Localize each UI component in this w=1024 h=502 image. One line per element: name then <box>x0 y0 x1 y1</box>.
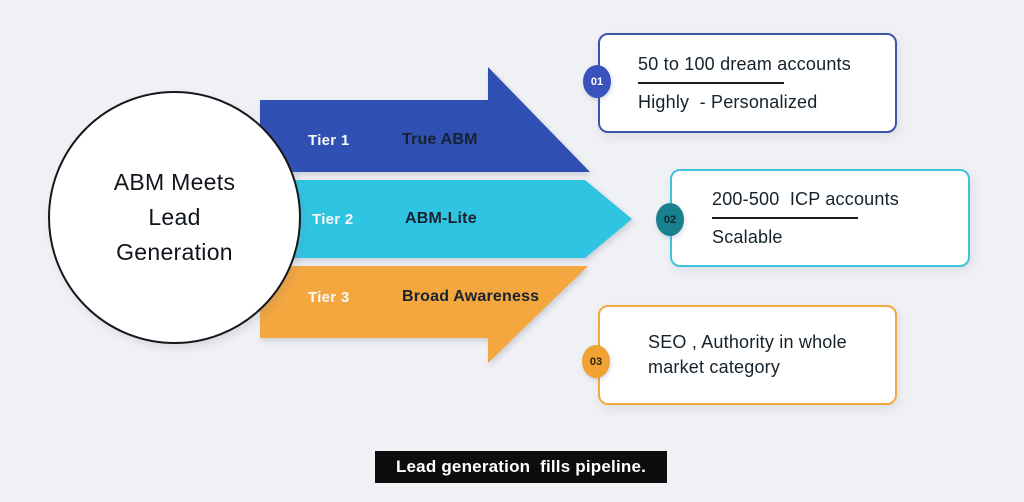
tier2-title: ABM-Lite <box>405 210 477 227</box>
footer-tagline-bar: Lead generation fills pipeline. <box>375 451 667 483</box>
tier1-label: Tier 1 <box>308 132 350 149</box>
tier1-arrow-shape <box>260 67 590 172</box>
footer-tagline: Lead generation fills pipeline. <box>395 457 647 476</box>
tier1-title: True ABM <box>402 131 478 148</box>
tier2-arrow-shape <box>260 180 632 258</box>
circle-title-line3: Generation <box>116 239 233 265</box>
card1-line2: Highly - Personalized <box>638 91 818 112</box>
badge-02: 02 <box>656 203 684 236</box>
tier3-arrow-shape <box>260 266 588 363</box>
card-tier1-details: 50 to 100 dream accounts Highly - Person… <box>598 33 897 133</box>
card-tier3-details: SEO , Authority in whole market category <box>598 305 897 405</box>
title-circle: ABM Meets Lead Generation <box>48 91 301 344</box>
tier2-label: Tier 2 <box>312 211 354 228</box>
tier3-label: Tier 3 <box>308 289 350 306</box>
badge-01: 01 <box>583 65 611 98</box>
card1-line1: 50 to 100 dream accounts <box>638 53 851 74</box>
circle-title-line2: Lead <box>148 204 201 230</box>
card1-divider <box>638 81 784 84</box>
badge-03: 03 <box>582 345 610 378</box>
card2-line2: Scalable <box>712 226 783 247</box>
circle-title-line1: ABM Meets <box>113 169 236 195</box>
card-tier2-details: 200-500 ICP accounts Scalable <box>670 169 970 267</box>
tier3-title: Broad Awareness <box>402 288 540 305</box>
card2-divider <box>712 216 858 219</box>
card2-line1: 200-500 ICP accounts <box>712 188 899 209</box>
card3-line1: SEO , Authority in whole <box>648 332 847 352</box>
card3-line2: market category <box>648 357 781 377</box>
